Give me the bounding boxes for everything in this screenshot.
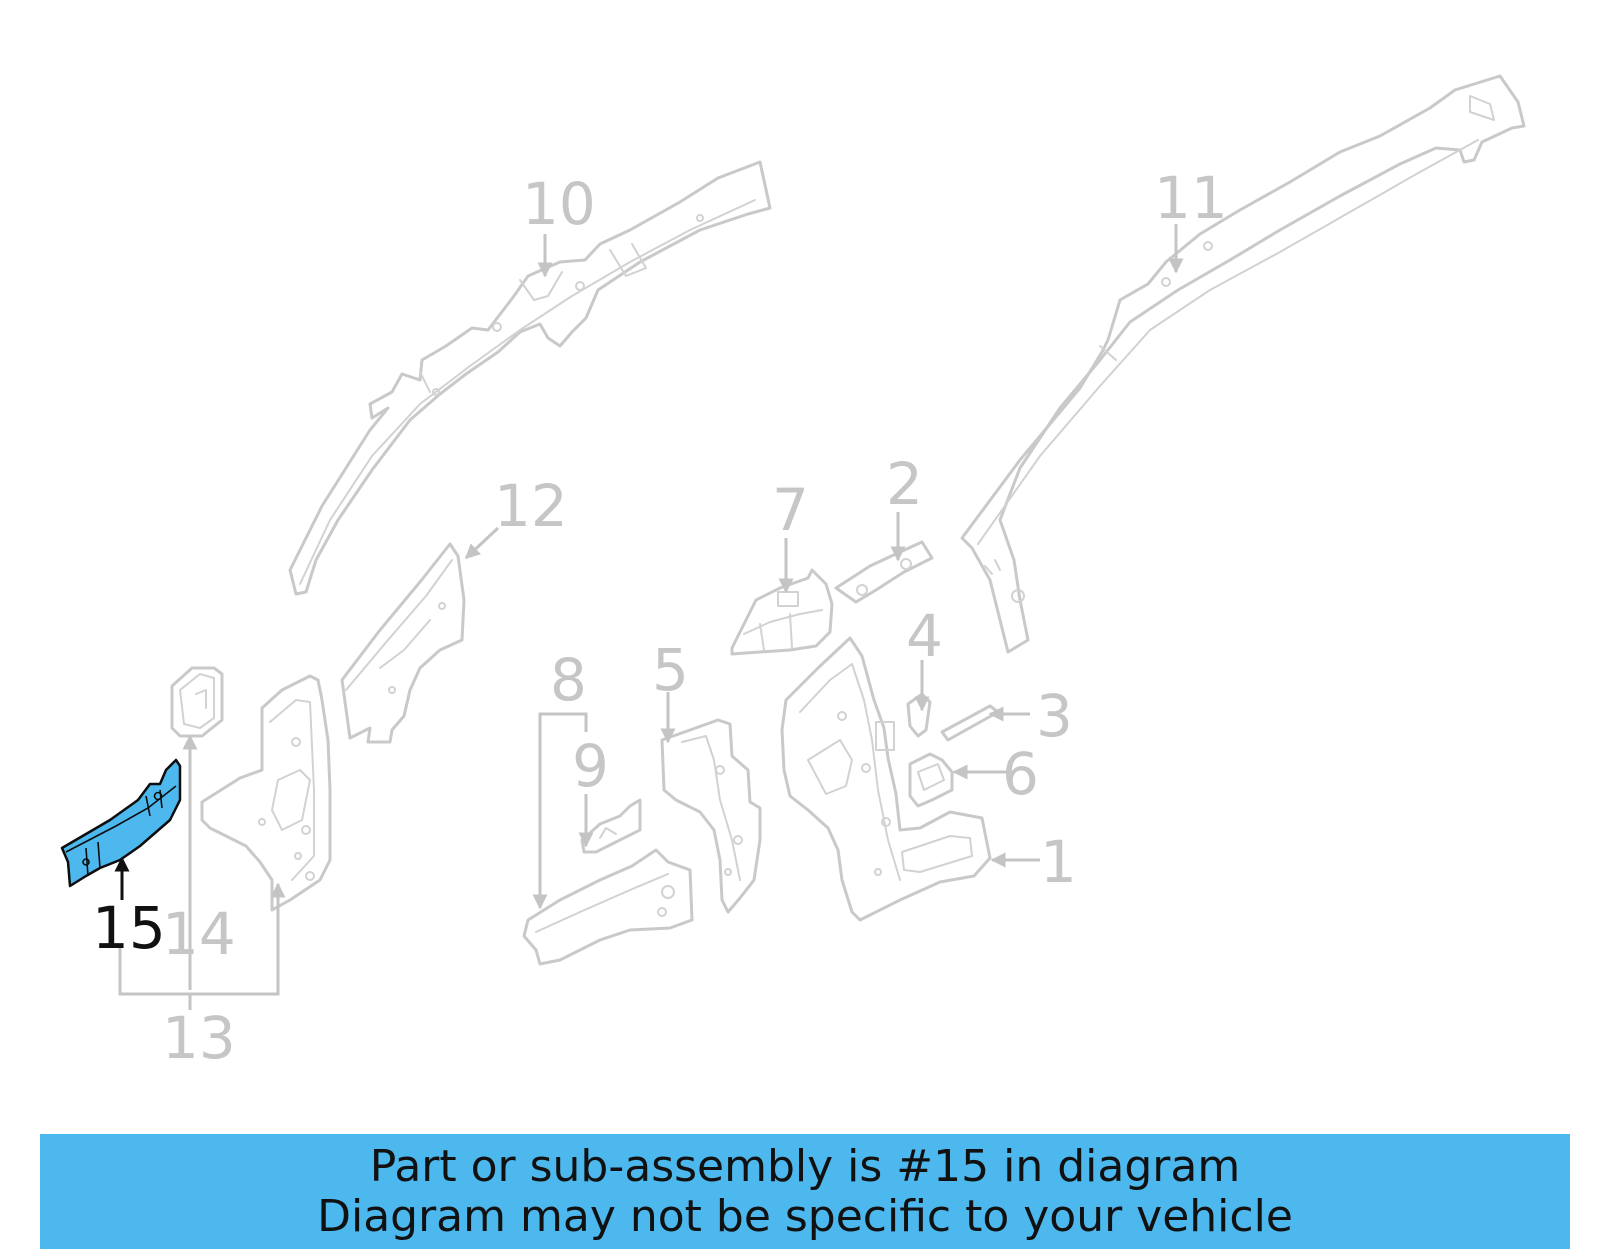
callout-8: 8 [550,646,587,714]
part-15-highlighted[interactable] [60,758,182,888]
banner-line-1: Part or sub-assembly is #15 in diagram [369,1141,1241,1192]
leader-lines [114,224,1184,1010]
callout-13: 13 [162,1004,236,1072]
part-3-strip [940,704,1000,742]
part-6-block [908,752,954,808]
callout-1: 1 [1040,828,1077,896]
callout-14: 14 [162,900,236,968]
callout-10: 10 [522,170,596,238]
callout-4: 4 [906,602,943,670]
part-8-floor-member [522,848,694,966]
part-12-pillar-upper [340,542,466,744]
callout-9: 9 [572,732,609,800]
part-2-plate [834,540,934,604]
part-14-bracket [170,666,224,738]
banner-line-2: Diagram may not be specific to your vehi… [317,1191,1293,1242]
info-banner: Part or sub-assembly is #15 in diagram D… [40,1134,1570,1249]
part-11-roof-rail-rear [960,74,1526,654]
callout-6: 6 [1002,740,1039,808]
callout-15: 15 [92,894,166,962]
part-9-gusset [580,798,642,854]
callout-3: 3 [1036,682,1073,750]
callout-12: 12 [494,472,568,540]
callout-labels: 1 2 3 4 5 6 7 8 9 10 11 12 13 14 15 [92,164,1228,1072]
part-13-inner-panel [200,674,332,912]
callout-5: 5 [652,636,689,704]
part-4-clip [906,692,932,738]
part-1-center-pillar [780,636,992,922]
part-10-roof-rail-front [288,160,772,596]
part-7-bracket [730,568,834,656]
callout-7: 7 [772,476,809,544]
callout-11: 11 [1154,164,1228,232]
part-5-pillar-reinforcement [660,718,762,914]
callout-2: 2 [886,450,923,518]
